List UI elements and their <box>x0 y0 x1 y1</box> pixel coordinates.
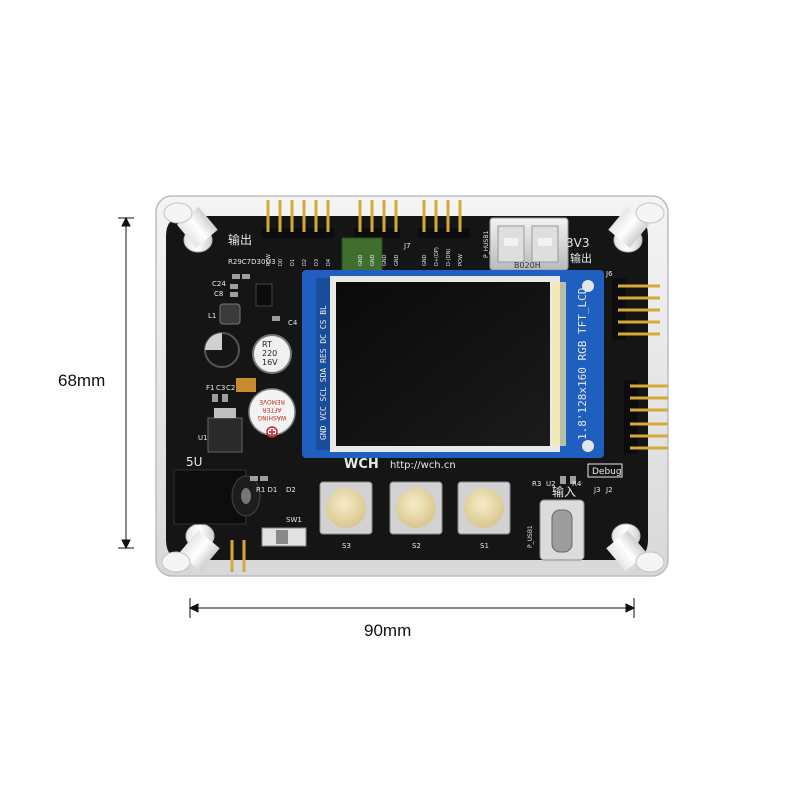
dimension-width <box>188 598 636 618</box>
label-usb-port: P_HUSB1 <box>483 231 490 258</box>
usb-c-port <box>539 499 585 561</box>
standoff-top-left <box>163 202 218 253</box>
label-s3: S3 <box>342 542 351 550</box>
capacitor-2 <box>252 334 292 374</box>
label-c24: C24 <box>212 280 226 288</box>
header-pins-top-middle <box>354 200 470 238</box>
label-cap2-line3: 16V <box>262 358 278 367</box>
top-pin-label: D2 <box>302 259 308 266</box>
capacitor-1 <box>204 332 240 368</box>
header-pins-top-left <box>262 200 334 238</box>
label-cap2-line2: 220 <box>262 349 277 358</box>
top-pin-label: GND <box>358 254 364 266</box>
top-pin-label: D4 <box>326 259 332 266</box>
label-c3: C3 <box>216 384 225 392</box>
inductor-l1 <box>219 303 241 325</box>
top-pin-labels: POW D0 D1 D2 D3 D4 GND GND GND GND GND D+(DP) D-(DN)… <box>266 247 464 266</box>
label-p-usb: P_USB1 <box>527 525 534 548</box>
top-pin-label: D3 <box>314 259 320 266</box>
top-pin-label: D+(DP) <box>434 247 440 266</box>
green-jumper-block <box>341 237 383 273</box>
standoff-bottom-left <box>161 523 220 573</box>
label-5v: 5U <box>186 455 202 469</box>
label-output-left: 输出 <box>228 232 252 247</box>
label-sw1: SW1 <box>286 516 302 524</box>
label-j6: J6 <box>605 270 613 278</box>
label-usb-chip: B020H <box>514 261 541 270</box>
label-j3: J3 <box>593 486 601 494</box>
lcd-screen <box>336 282 550 446</box>
label-c8: C8 <box>214 290 223 298</box>
top-pin-label: GND <box>382 254 388 266</box>
standoff-bottom-right <box>606 523 665 573</box>
label-j7: J7 <box>403 242 411 250</box>
buzzer-text-1: REMOVE <box>259 398 285 405</box>
label-input: 输入 <box>552 484 576 499</box>
board-logo: WCH <box>344 457 379 472</box>
ic-u3 <box>255 283 273 307</box>
label-r29c7d30: R29C7D30 <box>228 258 265 266</box>
smd-components <box>212 274 576 484</box>
label-r4: R4 <box>572 480 582 488</box>
label-s1: S1 <box>480 542 489 550</box>
header-pins-bottom <box>230 540 246 572</box>
top-pin-label: POW <box>458 254 464 266</box>
usb-a-port <box>489 217 569 271</box>
height-dimension-label: 68mm <box>58 371 106 390</box>
lcd-pin-labels: GND VCC SCL SDA RES DC CS BL <box>319 305 328 440</box>
button-s2 <box>389 481 443 535</box>
dc-barrel-jack <box>173 469 261 525</box>
label-r3: R3 <box>532 480 541 488</box>
header-pins-right-j6 <box>612 278 660 340</box>
label-u3: U3 <box>266 258 276 266</box>
label-cap2-line1: RT <box>262 340 272 349</box>
buzzer <box>248 388 296 438</box>
label-f1: F1 <box>206 384 214 392</box>
top-pin-label: GND <box>370 254 376 266</box>
buzzer-text-2: AFTER <box>262 406 281 413</box>
label-l1: L1 <box>208 312 216 320</box>
label-debug: Debug <box>592 467 622 477</box>
top-pin-label: D0 <box>278 259 284 266</box>
label-r1d1: R1 D1 <box>256 486 277 494</box>
width-dimension-label: 90mm <box>364 621 412 640</box>
top-pin-label: GND <box>394 254 400 266</box>
top-pin-label: D1 <box>290 259 296 266</box>
label-output-right: 输出 <box>570 251 592 265</box>
top-pin-label: POW <box>266 254 272 266</box>
label-u1: U1 <box>198 434 208 442</box>
dimension-height <box>118 216 134 550</box>
label-s2: S2 <box>412 542 421 550</box>
label-d2: D2 <box>286 486 296 494</box>
label-u2: U2 <box>546 480 556 488</box>
button-s3 <box>319 481 373 535</box>
label-j2: J2 <box>605 486 613 494</box>
button-s1 <box>457 481 511 535</box>
top-pin-label: GND <box>422 254 428 266</box>
lcd-module <box>302 270 604 458</box>
buzzer-text-3: WASHING <box>257 414 286 421</box>
tantalum-cap <box>236 378 256 392</box>
label-c2: C2 <box>226 384 235 392</box>
ic-u1 <box>207 417 243 453</box>
board-url: http://wch.cn <box>390 460 456 471</box>
lcd-silkscreen: 1.8'128x160 RGB TFT_LCD <box>576 288 589 440</box>
top-pin-label: D-(DN) <box>446 249 452 266</box>
label-c4: C4 <box>288 319 298 327</box>
header-pins-right-debug <box>624 380 668 454</box>
label-3v3: 3V3 <box>566 236 589 250</box>
standoff-top-right <box>608 202 665 253</box>
